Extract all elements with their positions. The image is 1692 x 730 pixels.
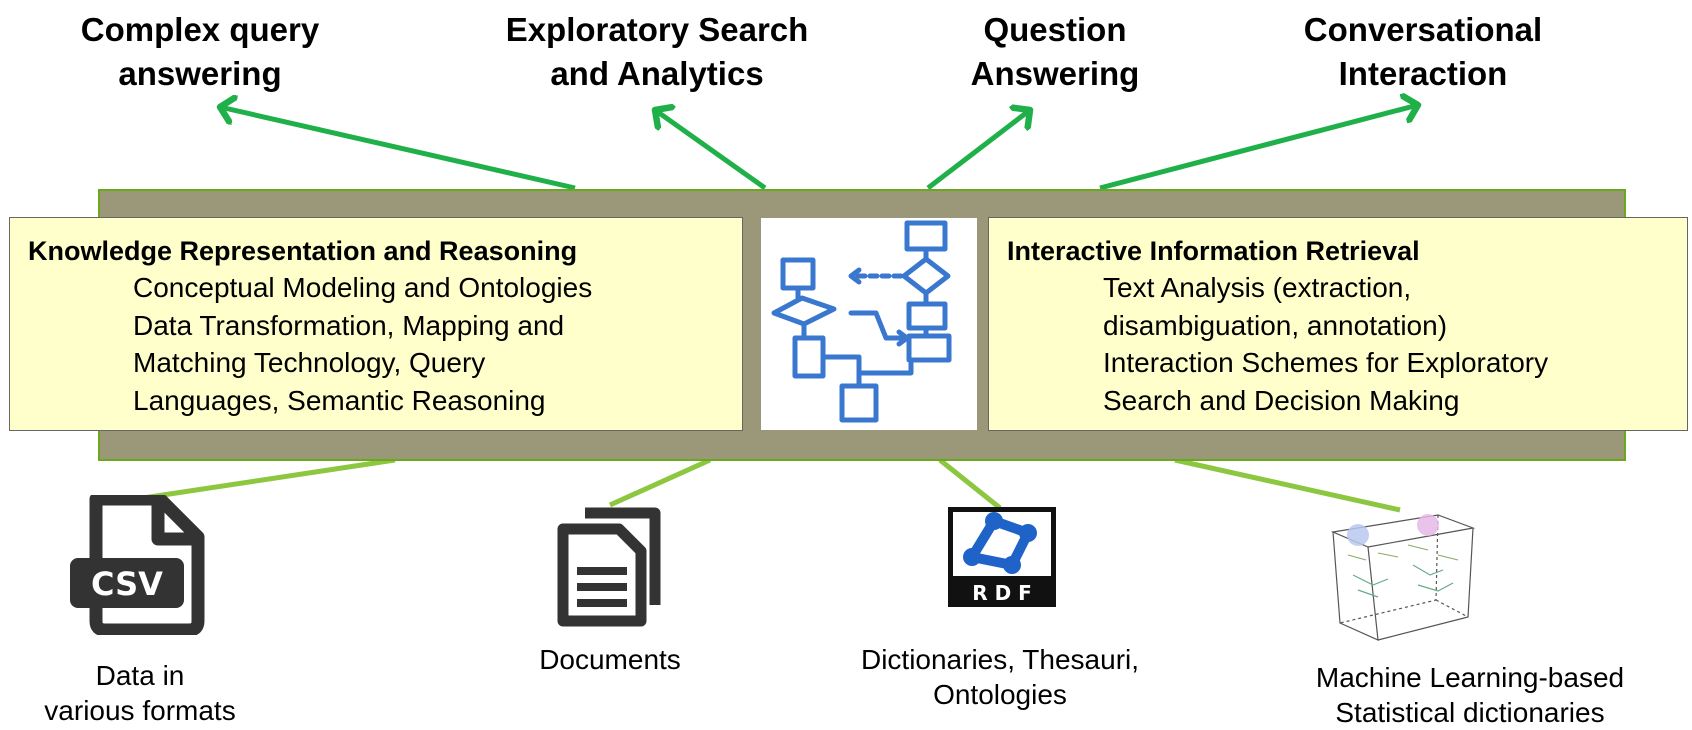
panel-line: Conceptual Modeling and Ontologies	[133, 272, 593, 303]
panel-line: Search and Decision Making	[1103, 384, 1460, 416]
output-arrow-conversational	[1099, 105, 1418, 191]
knowledge-representation-panel: Knowledge Representation and Reasoning C…	[9, 217, 743, 431]
rdf-icon: R D F	[948, 507, 1056, 607]
output-label-conversational: Conversational Interaction	[1303, 11, 1543, 92]
input-label-data-formats: Data in various formats	[44, 660, 236, 726]
output-arrow-exploratory-search	[655, 110, 767, 191]
output-arrow-question-answering	[926, 110, 1030, 190]
output-label-question-answering: Question Answering	[970, 11, 1140, 92]
panel-line: disambiguation, annotation)	[1103, 309, 1448, 341]
panel-line: Text Analysis (extraction,	[1103, 272, 1412, 303]
input-line-rdf	[938, 458, 1002, 510]
input-line-ml	[1174, 457, 1401, 513]
documents-icon	[555, 505, 667, 630]
output-label-exploratory-search: Exploratory Search and Analytics	[505, 11, 809, 92]
flowchart-image	[761, 218, 977, 430]
output-label-complex-query: Complex query answering	[80, 11, 320, 92]
input-label-documents: Documents	[539, 644, 681, 675]
interactive-retrieval-panel: Interactive Information Retrieval Text A…	[988, 217, 1688, 431]
input-label-ml-dictionaries: Machine Learning-based Statistical dicti…	[1315, 662, 1625, 728]
panel-line: Data Transformation, Mapping and	[133, 309, 565, 341]
panel-title: Interactive Information Retrieval	[1007, 236, 1420, 266]
vector-space-cube-icon	[1318, 505, 1488, 645]
input-line-documents	[608, 457, 712, 508]
input-label-dictionaries: Dictionaries, Thesauri, Ontologies	[860, 644, 1140, 710]
panel-line: Interaction Schemes for Exploratory	[1103, 347, 1549, 378]
rdf-icon-text: R D F	[972, 581, 1032, 605]
panel-line: Matching Technology, Query	[133, 347, 486, 378]
panel-line: Languages, Semantic Reasoning	[133, 384, 546, 416]
input-line-csv	[142, 457, 396, 501]
output-arrow-complex-query	[220, 107, 576, 191]
panel-title: Knowledge Representation and Reasoning	[28, 236, 578, 266]
csv-icon-text: CSV	[91, 565, 163, 603]
csv-file-icon: CSV	[68, 492, 208, 637]
flowchart-icon	[771, 220, 952, 423]
